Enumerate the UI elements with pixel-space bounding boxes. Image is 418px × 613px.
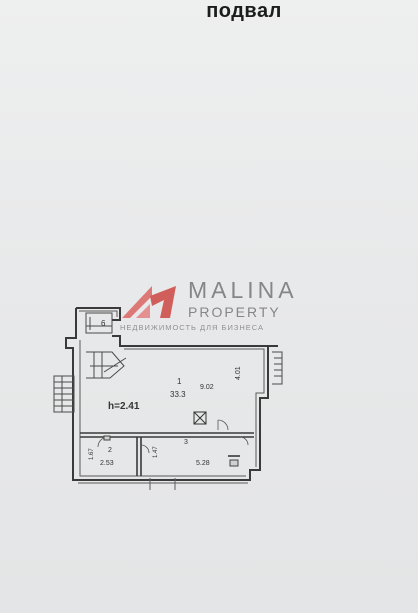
room-3-area: 5.28 — [196, 460, 210, 467]
page-title: подвал — [206, 0, 282, 22]
room-2-dim: 1.67 — [89, 448, 95, 460]
watermark-line1: MALINA — [188, 277, 298, 303]
room-3-number: 3 — [184, 439, 188, 446]
room-1-width: 9.02 — [200, 384, 214, 391]
room-1-number: 1 — [177, 377, 182, 386]
malina-logo-icon — [122, 286, 176, 318]
room-6-number: 6 — [101, 319, 106, 328]
fixtures — [103, 435, 239, 467]
shaft-symbol — [193, 411, 207, 425]
right-entrance — [272, 351, 283, 385]
watermark-tagline: НЕДВИЖИМОСТЬ ДЛЯ БИЗНЕСА — [120, 323, 264, 332]
wall-hatch — [78, 310, 265, 490]
door-swings — [97, 419, 249, 454]
room-2-area: 2.53 — [100, 460, 114, 467]
room-1-area: 33.3 — [170, 390, 186, 399]
room-3-dim: 1.47 — [153, 446, 159, 458]
outer-walls — [65, 307, 278, 481]
watermark-line2: PROPERTY — [188, 304, 281, 320]
ceiling-height-label: h=2.41 — [108, 401, 140, 412]
interior-stair — [86, 351, 127, 379]
room-2-number: 2 — [108, 447, 112, 454]
room-1-depth: 4.01 — [235, 366, 242, 380]
external-stair — [53, 375, 75, 413]
staircase-room-6 — [85, 312, 113, 334]
